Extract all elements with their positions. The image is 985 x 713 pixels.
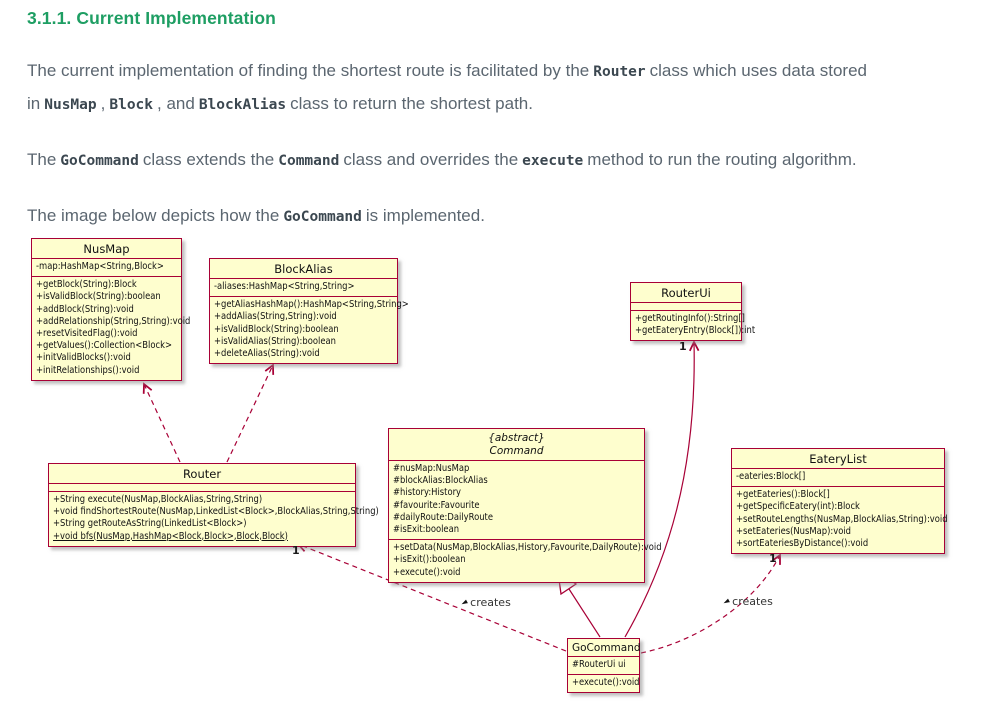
class-attributes (49, 484, 355, 492)
multiplicity-router: 1 (292, 544, 300, 557)
class-title: EateryList (732, 449, 944, 469)
text-run: class to return the shortest path. (290, 94, 533, 113)
text-run: class extends the (142, 150, 275, 169)
inheritance-line-gocommand-command (568, 588, 601, 638)
doc-text-section: 3.1.1. Current Implementation The curren… (27, 8, 947, 256)
multiplicity-routerui: 1 (679, 340, 687, 353)
class-methods: +execute():void (572, 677, 640, 689)
class-title: RouterUi (631, 283, 741, 303)
class-methods: +getRoutingInfo():String[] +getEateryEnt… (635, 313, 756, 337)
text-run: The image below depicts how the (27, 206, 280, 225)
class-attributes: #nusMap:NusMap #blockAlias:BlockAlias #h… (389, 461, 644, 541)
dependency-router-blockalias (226, 363, 275, 463)
class-box-eaterylist: EateryList -eateries:Block[] +getEaterie… (731, 448, 948, 555)
text-run: class and overrides the (343, 150, 519, 169)
class-attributes: -map:HashMap<String,Block> (32, 259, 181, 278)
section-heading: 3.1.1. Current Implementation (27, 8, 276, 28)
class-attributes (631, 303, 741, 311)
creates-label-right: ◄creates (721, 595, 773, 608)
class-methods: +getAliasHashMap():HashMap<String,String… (214, 299, 409, 360)
direction-triangle-icon: ◄ (721, 596, 731, 607)
class-methods: +getEateries():Block[] +getSpecificEater… (736, 489, 948, 550)
text-run: The (27, 150, 57, 169)
paragraph-1: The current implementation of finding th… (27, 55, 947, 121)
text-run: is implemented. (365, 206, 485, 225)
class-title: Router (49, 464, 355, 484)
class-attributes: -eateries:Block[] (732, 469, 944, 488)
text-run: class which uses data stored in (27, 61, 867, 113)
class-methods: +String execute(NusMap,BlockAlias,String… (53, 494, 379, 542)
class-box-routerui: RouterUi +getRoutingInfo():String[] +get… (630, 282, 756, 342)
multiplicity-eaterylist: 1 (769, 552, 777, 565)
inline-code: execute (522, 153, 584, 169)
text-run: , and (157, 94, 195, 113)
inline-code: GoCommand (60, 153, 139, 169)
inline-code: GoCommand (283, 209, 362, 225)
class-box-router: Router +String execute(NusMap,BlockAlias… (48, 463, 379, 547)
inline-code: Command (278, 153, 340, 169)
class-box-command: {abstract} Command #nusMap:NusMap #block… (388, 428, 662, 583)
direction-triangle-icon: ◄ (459, 597, 469, 608)
class-title: NusMap (32, 239, 181, 259)
text-run: The current implementation of finding th… (27, 61, 590, 80)
inline-code: NusMap (44, 97, 97, 113)
dependency-router-nusmap (142, 382, 181, 463)
creates-label-left: ◄creates (459, 596, 511, 609)
class-title-name: Command (489, 445, 544, 457)
inline-code: BlockAlias (198, 97, 287, 113)
inline-code: Router (593, 64, 646, 80)
class-methods: +getBlock(String):Block +isValidBlock(St… (36, 279, 191, 376)
class-attributes: #RouterUi ui (568, 657, 639, 676)
class-box-gocommand: GoCommand #RouterUi ui +execute():void (567, 638, 641, 694)
class-methods: +setData(NusMap,BlockAlias,History,Favou… (393, 542, 662, 578)
class-box-blockalias: BlockAlias -aliases:HashMap<String,Strin… (209, 258, 409, 365)
class-box-nusmap: NusMap -map:HashMap<String,Block> +getBl… (31, 238, 191, 381)
class-attributes: -aliases:HashMap<String,String> (210, 279, 397, 298)
class-title: GoCommand (568, 639, 641, 657)
class-title: {abstract} Command (389, 429, 644, 461)
stereotype-label: {abstract} (488, 432, 545, 444)
inline-code: Block (109, 97, 154, 113)
text-run: , (100, 94, 106, 113)
text-run: method to run the routing algorithm. (587, 150, 857, 169)
class-title: BlockAlias (210, 259, 397, 279)
